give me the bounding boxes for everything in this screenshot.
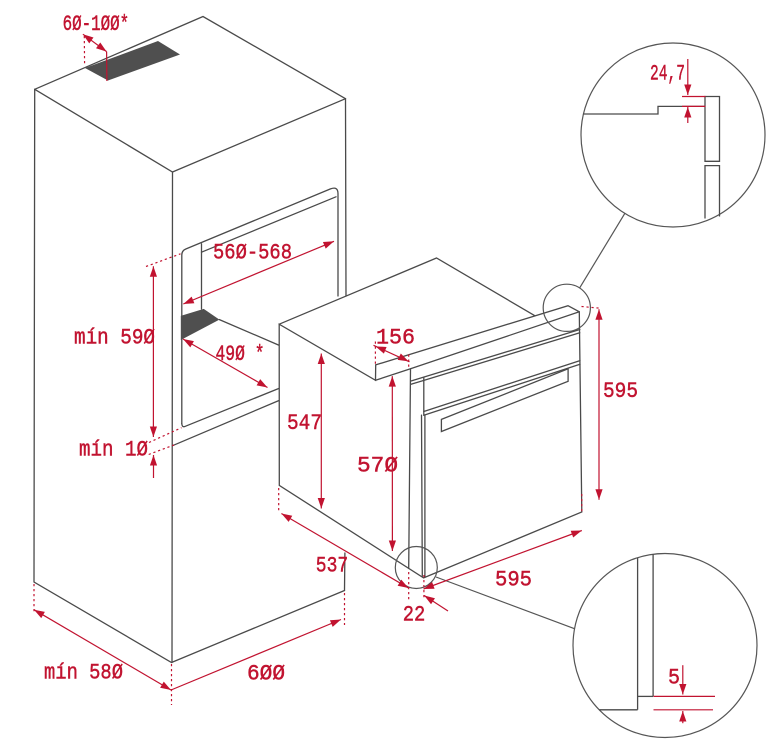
svg-text:595: 595: [603, 379, 638, 404]
svg-text:547: 547: [287, 411, 322, 436]
svg-text:156: 156: [376, 326, 415, 351]
svg-text:537: 537: [316, 554, 348, 579]
svg-text:24,7: 24,7: [650, 62, 685, 87]
svg-text:mín 59Ø: mín 59Ø: [74, 326, 155, 351]
svg-text:mín 58Ø: mín 58Ø: [44, 661, 123, 686]
svg-text:6Ø-1ØØ*: 6Ø-1ØØ*: [63, 12, 130, 37]
svg-text:57Ø: 57Ø: [357, 454, 398, 479]
svg-text:mín 1Ø: mín 1Ø: [79, 438, 148, 463]
svg-text:6ØØ: 6ØØ: [247, 662, 285, 687]
svg-text:49Ø *: 49Ø *: [216, 342, 265, 367]
svg-text:595: 595: [495, 568, 532, 593]
svg-text:56Ø-568: 56Ø-568: [213, 241, 292, 266]
svg-text:5: 5: [668, 666, 680, 691]
svg-text:22: 22: [403, 603, 426, 628]
